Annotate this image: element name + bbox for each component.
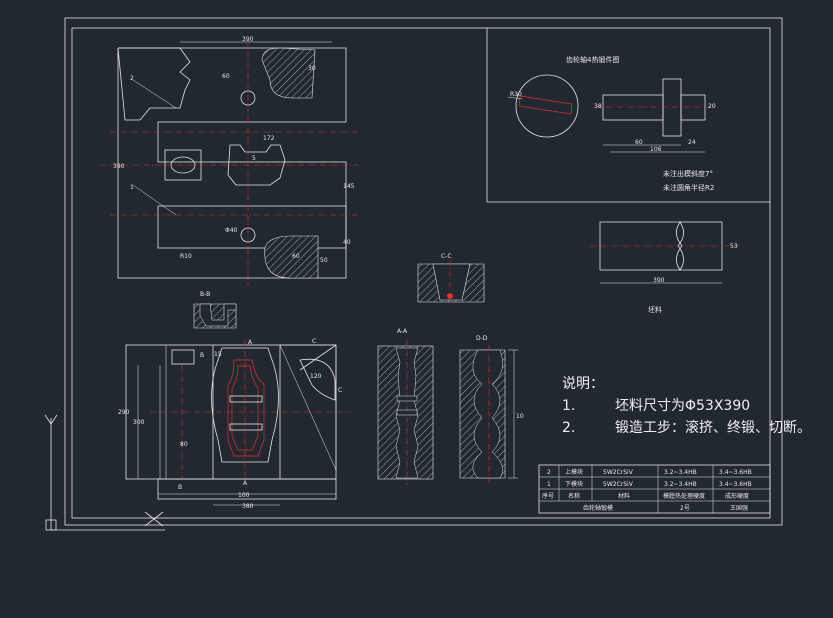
flat-section (518, 95, 573, 115)
svg-text:172: 172 (263, 135, 275, 142)
svg-text:3.4~3.6HB: 3.4~3.6HB (719, 481, 752, 488)
svg-text:B: B (200, 352, 204, 359)
svg-text:3.2~3.4HB: 3.2~3.4HB (664, 469, 697, 476)
svg-text:模膛热处理硬度: 模膛热处理硬度 (663, 492, 705, 500)
svg-text:下模块: 下模块 (565, 480, 583, 488)
svg-text:100: 100 (238, 492, 250, 499)
svg-text:300: 300 (133, 419, 145, 426)
die-front-view: A A B B C C 290 300 100 380 80 15 120 (118, 338, 350, 510)
svg-text:53: 53 (730, 243, 738, 250)
svg-text:24: 24 (688, 139, 696, 146)
svg-text:2: 2 (130, 75, 134, 82)
svg-text:序号: 序号 (542, 492, 554, 500)
notes-block: 说明： 1. 坯料尺寸为Φ53X390 2. 锻造工步：滚挤、终锻、切断。 (562, 376, 811, 436)
lower-impression-hatch (264, 235, 319, 279)
svg-text:材料: 材料 (618, 492, 630, 500)
svg-text:106: 106 (650, 146, 662, 153)
svg-text:15: 15 (214, 351, 222, 358)
svg-text:2号: 2号 (680, 505, 690, 512)
note-draft-angle: 未注出模斜度7° (663, 169, 713, 178)
svg-text:A-A: A-A (397, 328, 408, 335)
forging-detail-box: 齿轮轴4热锻件图 R30 60 24 106 38 20 未注出模斜度7° 未注… (486, 28, 770, 203)
section-c-c: C-C (417, 253, 485, 305)
svg-text:38: 38 (594, 103, 602, 110)
svg-text:5: 5 (252, 155, 256, 162)
note-1-num: 1. (562, 398, 575, 414)
blank-label: 坯料 (648, 305, 662, 314)
svg-text:20: 20 (708, 103, 716, 110)
svg-text:30: 30 (308, 65, 316, 72)
note-1-text: 坯料尺寸为Φ53X390 (615, 398, 750, 414)
svg-text:齿轮轴锻模: 齿轮轴锻模 (583, 504, 613, 512)
svg-text:B: B (178, 484, 182, 491)
svg-text:Φ40: Φ40 (225, 227, 238, 234)
svg-text:上模块: 上模块 (565, 468, 583, 476)
section-a-a: A-A (377, 328, 434, 485)
svg-text:290: 290 (118, 409, 130, 416)
die-plan-view: 390 390 2 1 172 5 Φ40 145 40 50 60 60 R1… (100, 36, 360, 285)
svg-text:5W2CrSiV: 5W2CrSiV (603, 481, 634, 488)
svg-text:2: 2 (547, 469, 551, 476)
forging-title: 齿轮轴4热锻件图 (566, 55, 619, 64)
svg-text:80: 80 (180, 441, 188, 448)
svg-text:10: 10 (516, 413, 524, 420)
svg-text:3.2~3.4HB: 3.2~3.4HB (664, 481, 697, 488)
svg-text:390: 390 (113, 163, 125, 170)
upper-impression-hatch (261, 47, 316, 99)
svg-text:A: A (248, 339, 253, 346)
section-d-d: D-D 10 (459, 335, 524, 485)
ucs-axis-icon: Y X (44, 414, 165, 531)
svg-text:R10: R10 (180, 253, 192, 260)
blank-drawing: 390 53 坯料 (590, 221, 740, 314)
svg-text:成形硬度: 成形硬度 (725, 492, 749, 500)
outer-frame (64, 17, 783, 526)
svg-text:B-B: B-B (200, 291, 210, 298)
svg-text:60: 60 (635, 139, 643, 146)
note-fillet-radius: 未注圆角半径R2 (663, 183, 714, 192)
svg-text:C: C (338, 387, 342, 394)
svg-text:D-D: D-D (476, 335, 488, 342)
svg-text:王国强: 王国强 (730, 505, 748, 512)
svg-text:145: 145 (343, 183, 355, 190)
svg-text:390: 390 (242, 36, 254, 43)
svg-text:名称: 名称 (568, 492, 580, 500)
section-b-b: B-B (193, 291, 237, 329)
svg-text:1: 1 (547, 481, 551, 488)
svg-text:1: 1 (130, 184, 134, 191)
parts-table: 2 上模块 5W2CrSiV 3.2~3.4HB 3.4~3.6HB 1 下模块… (538, 464, 771, 514)
svg-text:50: 50 (320, 257, 328, 264)
svg-text:C-C: C-C (441, 253, 452, 260)
svg-text:A: A (243, 480, 248, 487)
svg-text:60: 60 (222, 73, 230, 80)
shaft-body (602, 94, 664, 121)
svg-text:C: C (312, 338, 316, 345)
svg-text:40: 40 (343, 239, 351, 246)
shaft-end (680, 94, 706, 121)
svg-text:60: 60 (292, 253, 300, 260)
note-2-text: 锻造工步：滚挤、终锻、切断。 (615, 419, 811, 436)
note-2-num: 2. (562, 420, 575, 436)
svg-text:R30: R30 (510, 91, 522, 98)
svg-text:380: 380 (242, 503, 254, 510)
blank-end-view (515, 74, 579, 138)
svg-text:5W2CrSiV: 5W2CrSiV (603, 469, 634, 476)
notes-heading: 说明： (562, 376, 604, 392)
shaft-flange (662, 78, 682, 137)
inner-frame (71, 27, 771, 519)
svg-text:3.4~3.6HB: 3.4~3.6HB (719, 469, 752, 476)
svg-text:120: 120 (310, 373, 322, 380)
svg-text:390: 390 (653, 277, 665, 284)
